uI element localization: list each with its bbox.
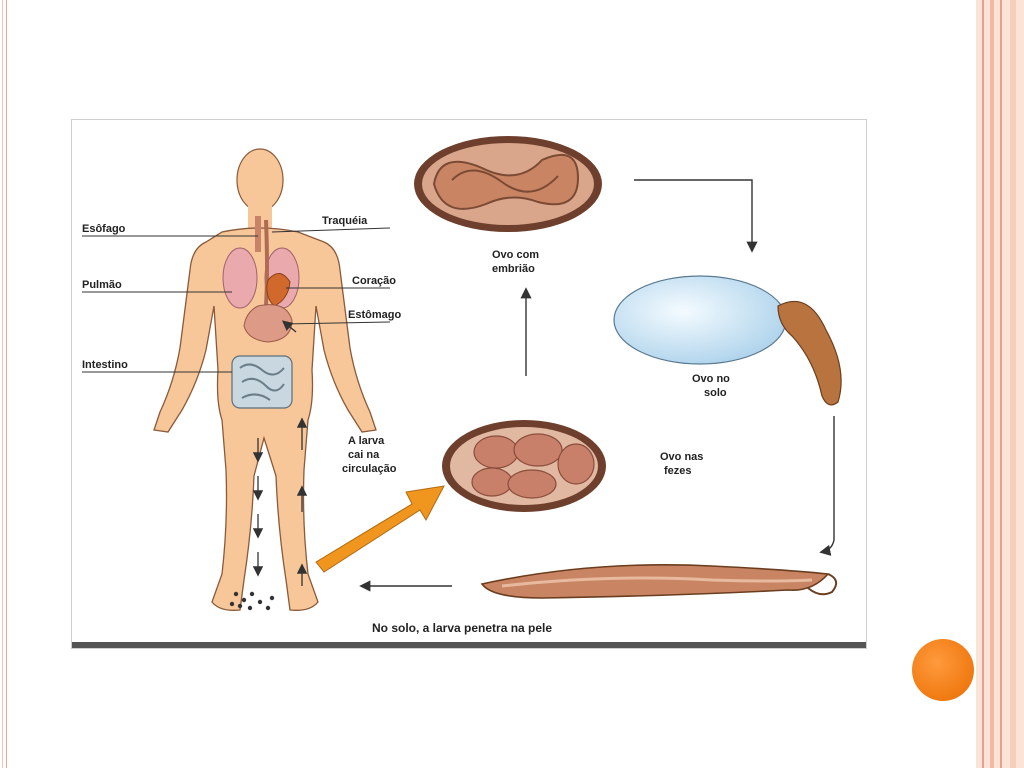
head	[236, 148, 284, 212]
border-stripe	[990, 0, 994, 768]
coiled-embryo	[432, 154, 580, 210]
label-intestino: Intestino	[82, 359, 128, 371]
arrow-soil-to-larva	[819, 416, 835, 556]
egg-in-feces	[442, 420, 606, 512]
slide-right-border	[976, 0, 1024, 768]
diagram-bottom-bar	[72, 642, 866, 648]
arrow-embryo-to-soil	[634, 179, 758, 253]
label-ovo-embriao-line1: Ovo com	[492, 249, 539, 261]
label-larva-line2: cai na	[348, 449, 380, 461]
intestine-coils	[239, 363, 285, 401]
label-esofago: Esôfago	[82, 223, 126, 235]
larva-body	[480, 564, 830, 599]
egg-membrane	[613, 275, 787, 365]
label-coracao: Coração	[352, 275, 396, 287]
border-stripe	[1000, 0, 1002, 768]
diagram-canvas: Esôfago Traquéia Pulmão Coração Estômago…	[82, 136, 842, 635]
orange-accent-circle	[912, 639, 974, 701]
label-larva-line3: circulação	[342, 463, 397, 475]
orange-arrow-to-feces-egg	[315, 485, 445, 573]
eggs-in-feces-dots	[229, 591, 275, 611]
label-traqueia: Traquéia	[322, 215, 368, 227]
larva-tail	[807, 573, 838, 596]
label-ovo-embriao-line2: embrião	[492, 263, 535, 275]
label-pulmao: Pulmão	[82, 279, 122, 291]
border-stripe	[982, 0, 984, 768]
hookworm-life-cycle-diagram: Esôfago Traquéia Pulmão Coração Estômago…	[72, 120, 866, 648]
label-estomago: Estômago	[348, 309, 401, 321]
label-ovo-solo-line2: solo	[704, 387, 727, 399]
organ-leader-lines	[82, 227, 391, 373]
larva-migration-arrows	[282, 320, 308, 586]
diagram-caption: No solo, a larva penetra na pele	[372, 621, 552, 635]
border-stripe	[1010, 0, 1016, 768]
filariform-larva	[480, 564, 838, 599]
esophagus	[264, 219, 269, 307]
hatching-larva	[777, 300, 842, 406]
left-lung	[222, 247, 258, 309]
heart	[266, 273, 291, 307]
label-ovo-fezes-line1: Ovo nas	[660, 451, 703, 463]
label-ovo-solo-line1: Ovo no	[692, 373, 730, 385]
larva-gut	[501, 576, 813, 588]
egg-cells	[471, 433, 595, 499]
stomach	[243, 304, 293, 343]
label-larva-line1: A larva	[348, 435, 385, 447]
slide-left-border	[0, 0, 7, 768]
label-ovo-fezes-line2: fezes	[664, 465, 692, 477]
egg-with-embryo	[414, 136, 602, 232]
egg-in-soil-hatching	[613, 275, 842, 406]
embryo-coil-detail	[451, 169, 559, 193]
